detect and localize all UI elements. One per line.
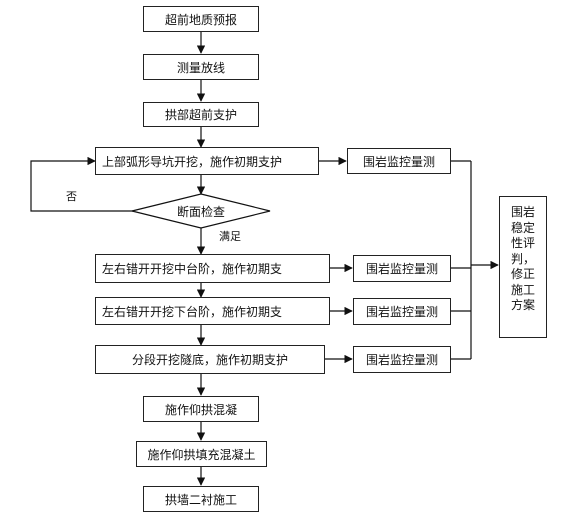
section-check-label: 断面检查 xyxy=(176,204,225,219)
arrow-no-loop xyxy=(30,156,134,212)
monitor-box-4: 围岩监控量测 xyxy=(353,346,451,373)
step-survey-layout: 测量放线 xyxy=(143,54,259,80)
step-upper-arc-excavation: 上部弧形导坑开挖，施作初期支护 xyxy=(95,147,319,175)
monitor-box-3: 围岩监控量测 xyxy=(353,298,451,325)
step-secondary-lining: 拱墙二衬施工 xyxy=(143,486,259,512)
section-check-diamond xyxy=(131,193,271,229)
step-advance-geology: 超前地质预报 xyxy=(143,6,259,32)
step-mid-bench: 左右错开开挖中台阶，施作初期支 xyxy=(95,254,330,283)
monitor-box-1: 围岩监控量测 xyxy=(347,148,451,174)
step-lower-bench: 左右错开开挖下台阶，施作初期支 xyxy=(95,297,330,325)
branch-no-label: 否 xyxy=(66,190,77,203)
monitor-box-2: 围岩监控量测 xyxy=(353,255,451,282)
step-invert-fill: 施作仰拱填充混凝土 xyxy=(136,441,267,467)
branch-yes-label: 满足 xyxy=(219,230,241,243)
step-invert-arch: 施作仰拱混凝 xyxy=(143,396,259,422)
step-arch-advance-support: 拱部超前支护 xyxy=(143,102,259,127)
stability-assessment-box: 围岩 稳定 性评 判， 修正 施工 方案 xyxy=(499,196,547,338)
step-invert-excavation: 分段开挖隧底，施作初期支护 xyxy=(95,345,325,374)
